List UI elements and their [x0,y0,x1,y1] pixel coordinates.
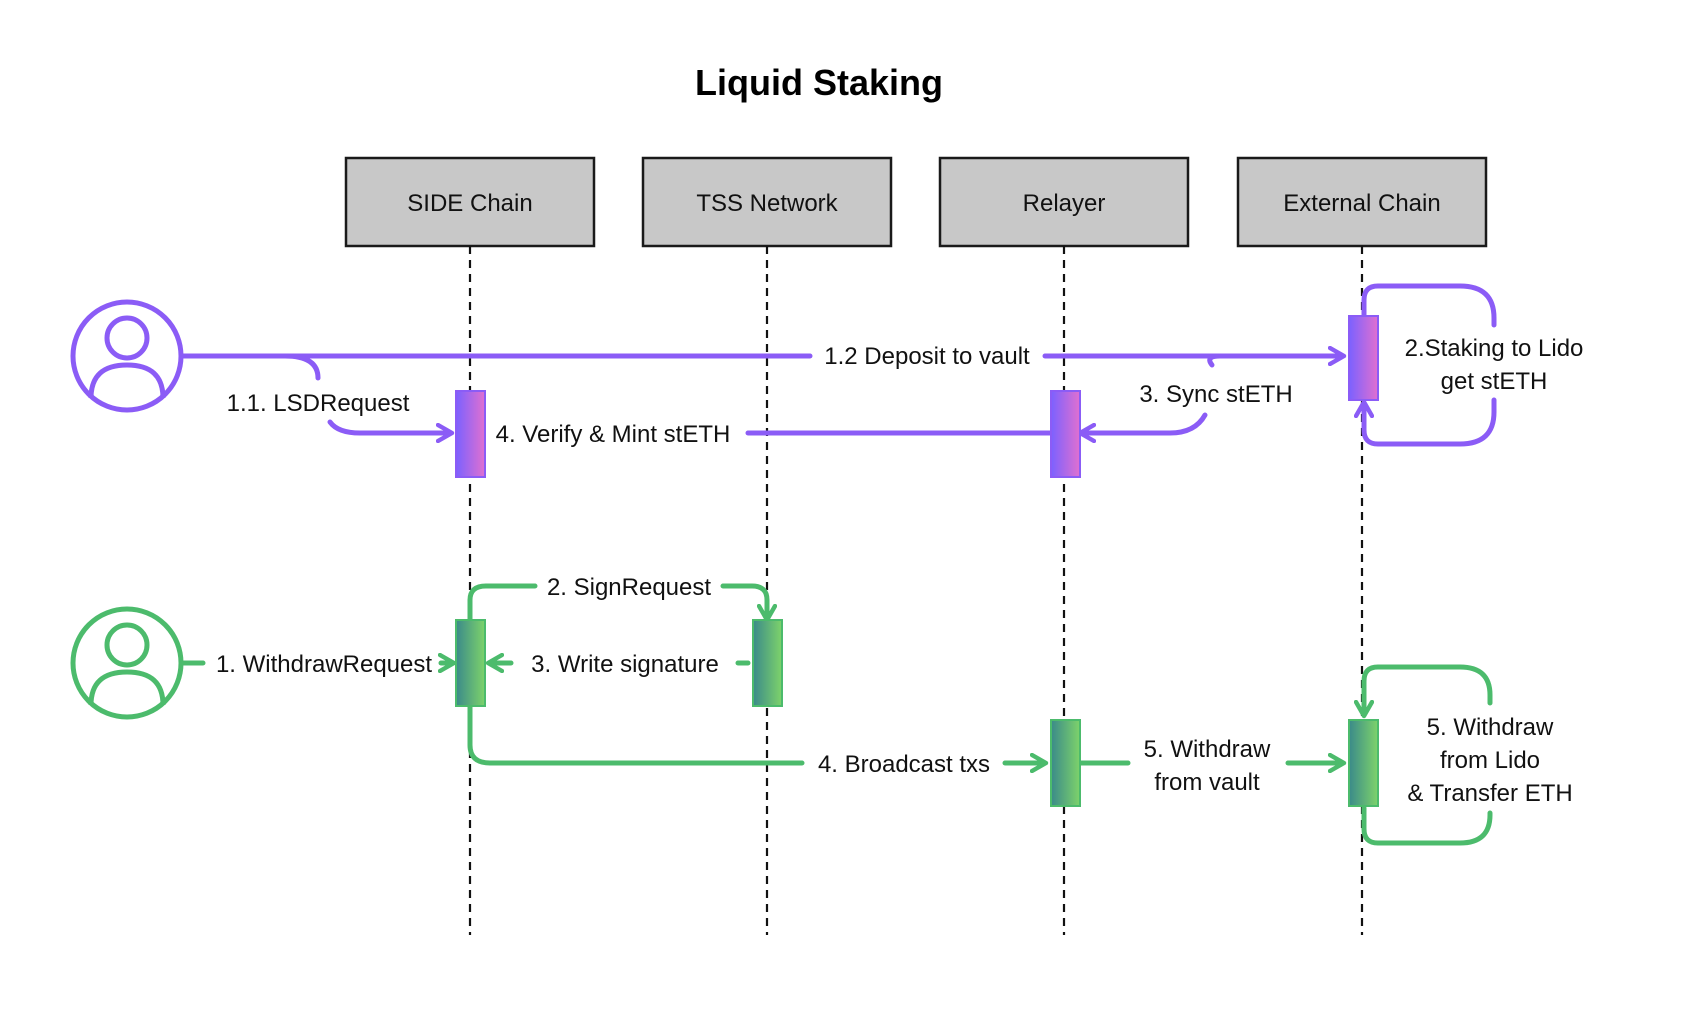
activation-bar-side-chain [455,390,486,478]
activation-bar-relayer-withdraw [1050,719,1081,807]
activation-bar-external-chain-withdraw [1348,719,1379,807]
lido-loop-bottom [1364,397,1497,447]
user-icon [70,606,184,720]
withdraw-lido-label-2: from Lido [1440,747,1540,774]
withdraw-vault-label-2: from vault [1154,769,1260,796]
activation-bar-relayer [1050,390,1081,478]
staking-lido-label-1: 2.Staking to Lido [1405,335,1584,362]
lsd-request-arrow [327,419,450,433]
activation-bar-side-chain-withdraw [455,619,486,707]
broadcast-label: 4. Broadcast txs [818,751,990,778]
deposit-label: 1.2 Deposit to vault [824,343,1030,370]
sync-branch-top [1207,353,1223,368]
participant-relayer: Relayer [938,156,1190,248]
participant-label: Relayer [1023,190,1106,217]
participant-side-chain: SIDE Chain [344,156,596,248]
activation-bar-tss-network [752,619,783,707]
diagram-title: Liquid Staking [695,62,943,103]
participant-tss-network: TSS Network [641,156,893,248]
staking-lido-label-2: get stETH [1441,368,1548,395]
participant-label: SIDE Chain [407,190,532,217]
withdraw-lido-loop-top [1364,664,1493,714]
lsd-branch-top [282,353,321,381]
broadcast-line-a [467,704,805,766]
sync-label: 3. Sync stETH [1139,381,1292,408]
withdraw-request-label: 1. WithdrawRequest [216,651,432,678]
withdraw-lido-label-1: 5. Withdraw [1427,714,1554,741]
sign-request-label: 2. SignRequest [547,574,711,601]
sign-request-line-a [467,583,538,623]
withdraw-vault-label-1: 5. Withdraw [1144,736,1271,763]
write-signature-label: 3. Write signature [531,651,719,678]
activation-bar-external-chain [1348,315,1379,401]
withdraw-lido-loop-bottom [1361,805,1493,846]
sign-request-arrow [720,583,767,618]
participant-label: External Chain [1283,190,1440,217]
lsd-request-label: 1.1. LSDRequest [227,390,410,417]
participant-external-chain: External Chain [1236,156,1488,248]
lido-loop-top [1361,283,1497,328]
verify-mint-label: 4. Verify & Mint stETH [496,421,731,448]
user-icon [70,299,184,413]
participant-label: TSS Network [696,190,838,217]
withdraw-lido-label-3: & Transfer ETH [1407,780,1572,807]
sync-arrow [1082,412,1208,433]
